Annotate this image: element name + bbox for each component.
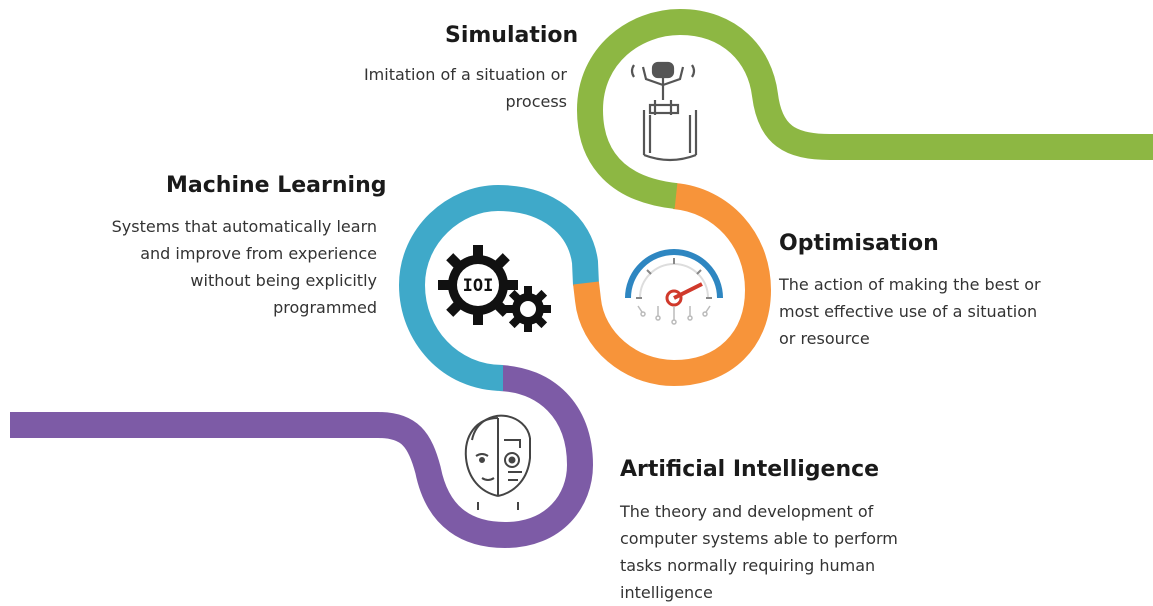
ai-description-line: intelligence [620,583,713,602]
ml-description-line: programmed [273,298,377,317]
ai-path-segment [10,365,594,549]
machine-learning-title: Machine Learning [166,173,387,198]
gears-binary-icon: IOI [438,245,551,332]
ai-description-line: tasks normally requiring human [620,556,876,575]
artificial-intelligence-title: Artificial Intelligence [620,457,880,482]
simulation-description: Imitation of a situation or process [320,61,567,115]
gauge-icon [625,249,723,325]
optimisation-description: The action of making the best or most ef… [779,271,1041,352]
svg-text:IOI: IOI [463,276,494,296]
optimisation-description-line: or resource [779,329,870,348]
simulation-description-line: Imitation of a situation or [363,65,567,84]
optimisation-title: Optimisation [779,231,939,256]
robot-face-icon [464,414,531,510]
simulation-path-segment [576,8,1153,209]
ml-description-line: and improve from experience [140,244,377,263]
ml-description-line: Systems that automatically learn [111,217,377,236]
optimisation-description-line: most effective use of a situation [779,302,1038,321]
machine-learning-description: Systems that automatically learn and imp… [60,213,377,321]
simulation-title: Simulation [445,23,579,48]
ml-description-line: without being explicitly [190,271,377,290]
ai-description-line: The theory and development of [620,502,874,521]
optimisation-path-segment [573,183,772,387]
ml-path-segment [398,184,599,391]
vr-simulator-icon [630,61,698,162]
optimisation-description-line: The action of making the best or [779,275,1041,294]
simulation-description-line: process [505,92,567,111]
ai-description-line: computer systems able to perform [620,529,898,548]
artificial-intelligence-description: The theory and development of computer s… [620,498,898,606]
